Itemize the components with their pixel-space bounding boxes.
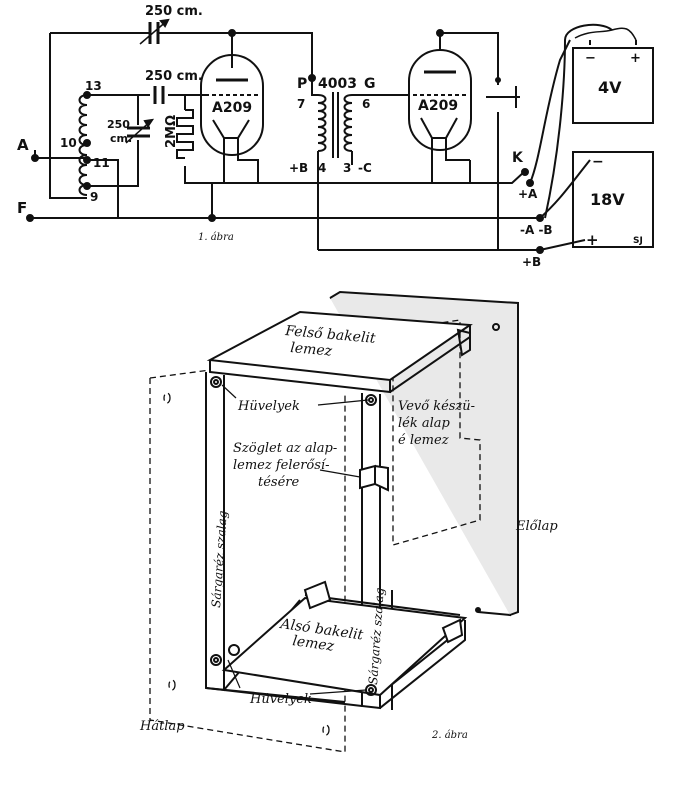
top-plate-label-1: Felső bakelit [284,323,377,347]
label-cap-top: 250 cm. [145,4,203,19]
angle-bracket-icons [303,464,464,644]
top-bakelite-plate [206,310,473,394]
signature: SJ [633,236,643,246]
coil-tap-10: 10 [60,136,77,150]
plus-a-label: +A [518,187,538,201]
label-cap-tune-1: 250 [107,118,130,131]
figure-1-caption: 1. ábra [198,232,234,243]
battery-18v-label: 18V [590,190,625,209]
base-plate-label-1: Vevő készü- [398,399,475,414]
figure-2-caption: 2. ábra [431,730,468,741]
battery-4v-label: 4V [598,78,622,97]
transformer-g: G [364,76,376,92]
plus-b-label: +B [522,255,541,269]
pin-minus-c: -C [358,161,372,175]
label-cap-grid: 250 cm. [145,69,203,84]
bracket-label-1: Szöglet az alap- [233,441,337,456]
transformer-type: 4003 [318,76,357,92]
base-plate-label-3: é lemez [398,433,449,448]
switch-k-label: K [512,150,524,166]
brass-strip-left-label: Sárgaréz szalag [209,510,230,608]
bottom-plate-label-2: lemez [291,633,335,655]
grid-leak-resistor [176,109,194,159]
receiver-base-plate [392,319,481,546]
terminal-f-label: F [17,199,27,217]
pin-6: 6 [362,97,370,111]
pin-7: 7 [297,97,305,111]
pin-plus-b: +B [289,161,308,175]
back-plate-label: Hátlap [139,719,185,734]
tuning-capacitor [125,118,155,144]
battery-4v-minus: − [585,51,596,66]
minus-a-minus-b-label: -A -B [520,223,553,237]
bottom-bakelite-plate [221,596,468,697]
socket-top-label: Hüvelyek [237,399,300,414]
switch-k[interactable] [470,168,534,187]
bracket-label-2: lemez felerősí- [233,458,329,473]
top-plate-label-2: lemez [290,340,334,360]
grid-capacitor [153,86,165,104]
battery-4v [572,27,654,124]
back-plate-outline [149,369,346,753]
output-jack [486,77,520,250]
brass-strip-right-label: Sárgaréz szalag [366,587,387,685]
battery-18v [572,151,654,248]
base-plate-label-2: lék alap [398,416,451,431]
transformer [317,92,353,158]
coil-tap-13: 13 [85,79,102,93]
pin-4: 4 [318,161,326,175]
variable-capacitor-top [139,18,170,45]
transformer-p: P [297,76,307,92]
tube-2-label: A209 [418,98,458,114]
battery-18v-minus: − [592,154,604,170]
pin-3: 3 [343,161,351,175]
front-plate-label: Előlap [515,519,558,534]
battery-18v-plus: + [586,231,599,249]
terminal-a-label: A [17,136,29,154]
bracket-label-3: tésére [258,475,299,490]
label-cap-tune-2: cm. [110,132,132,145]
socket-bottom-label: Hüvelyek [249,692,312,707]
battery-4v-plus: + [630,51,641,66]
coil-tap-9: 9 [90,190,98,204]
socket-hole-icons [210,376,377,696]
label-resistor: 2MΩ [164,115,179,148]
tube-1-label: A209 [212,100,252,116]
